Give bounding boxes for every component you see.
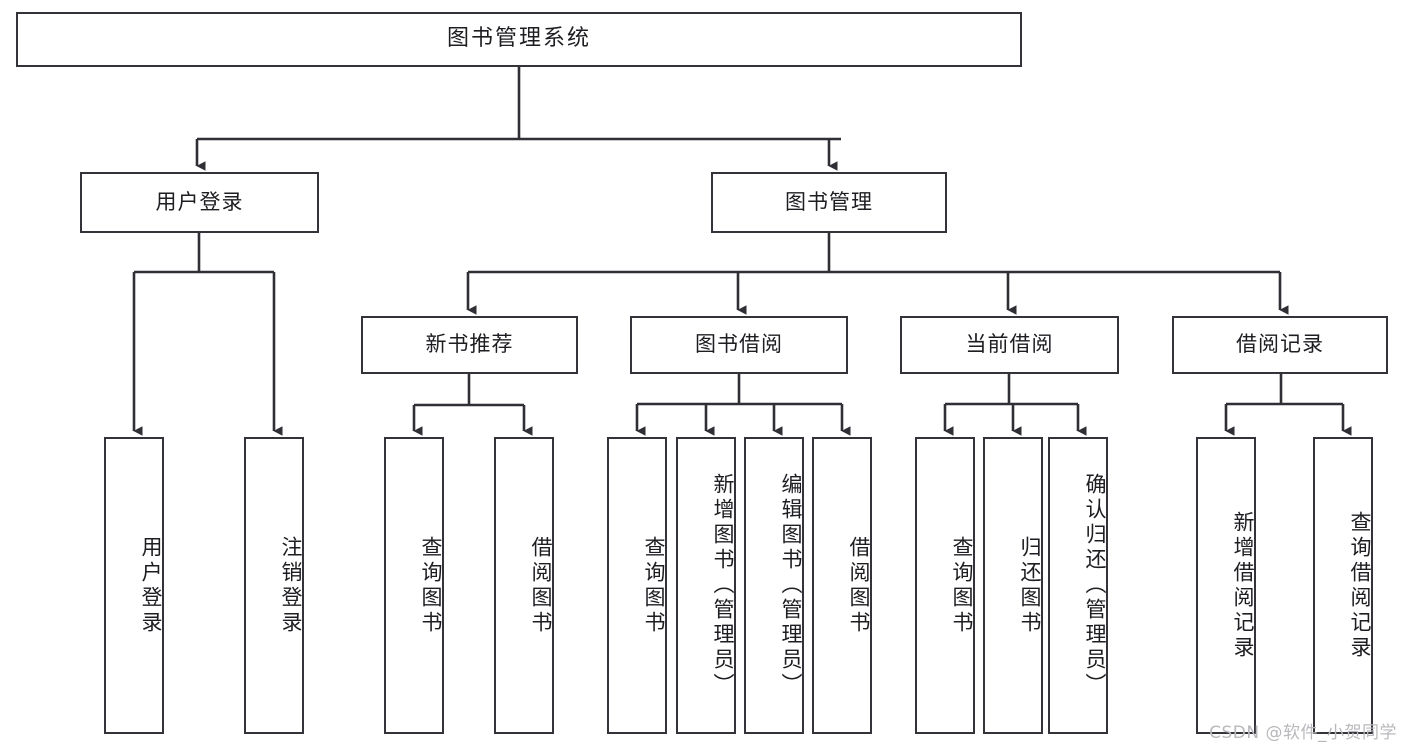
leaf-label: 归还图书 [1018,535,1042,636]
leaf-label: 新增图书（管理员） [711,473,735,698]
leaf-label: 查询图书 [950,535,974,636]
leaf-label: 查询图书 [419,535,443,636]
leaf-label: 确认归还（管理员） [1083,473,1107,698]
leaf-borrow-record-add[interactable]: 新增借阅记录 [1196,437,1256,734]
leaf-current-borrow-query[interactable]: 查询图书 [915,437,975,734]
csdn-watermark: CSDN @软件_小贺同学 [1209,723,1397,743]
node-borrow-record-label: 借阅记录 [1236,332,1324,357]
leaf-label: 查询借阅记录 [1348,510,1372,661]
node-root-label: 图书管理系统 [446,26,591,52]
leaf-label: 借阅图书 [529,535,553,636]
leaf-current-borrow-confirm-return[interactable]: 确认归还（管理员） [1048,437,1108,734]
leaf-borrow-record-query[interactable]: 查询借阅记录 [1313,437,1373,734]
node-new-book-recommend[interactable]: 新书推荐 [361,316,578,374]
leaf-current-borrow-return[interactable]: 归还图书 [983,437,1043,734]
node-book-borrow-label: 图书借阅 [695,332,783,357]
node-new-book-recommend-label: 新书推荐 [425,332,514,357]
node-user-login[interactable]: 用户登录 [80,172,319,233]
leaf-label: 借阅图书 [847,535,871,636]
leaf-new-book-borrow[interactable]: 借阅图书 [494,437,554,734]
node-book-management[interactable]: 图书管理 [711,172,947,233]
node-current-borrow[interactable]: 当前借阅 [900,316,1119,374]
leaf-book-borrow-edit[interactable]: 编辑图书（管理员） [744,437,804,734]
node-borrow-record[interactable]: 借阅记录 [1172,316,1388,374]
leaf-label: 查询图书 [642,535,666,636]
leaf-label: 新增借阅记录 [1231,510,1255,661]
node-current-borrow-label: 当前借阅 [965,332,1054,357]
node-user-login-label: 用户登录 [155,189,244,214]
leaf-user-login-logout[interactable]: 注销登录 [244,437,304,734]
node-book-borrow[interactable]: 图书借阅 [630,316,848,374]
leaf-new-book-query[interactable]: 查询图书 [384,437,444,734]
leaf-book-borrow-borrow[interactable]: 借阅图书 [812,437,872,734]
node-book-management-label: 图书管理 [785,189,873,214]
leaf-label: 注销登录 [279,535,303,636]
node-root-system[interactable]: 图书管理系统 [16,12,1022,67]
leaf-label: 用户登录 [139,535,163,636]
leaf-book-borrow-query[interactable]: 查询图书 [607,437,667,734]
leaf-label: 编辑图书（管理员） [779,473,803,698]
leaf-user-login-login[interactable]: 用户登录 [104,437,164,734]
leaf-book-borrow-add[interactable]: 新增图书（管理员） [676,437,736,734]
